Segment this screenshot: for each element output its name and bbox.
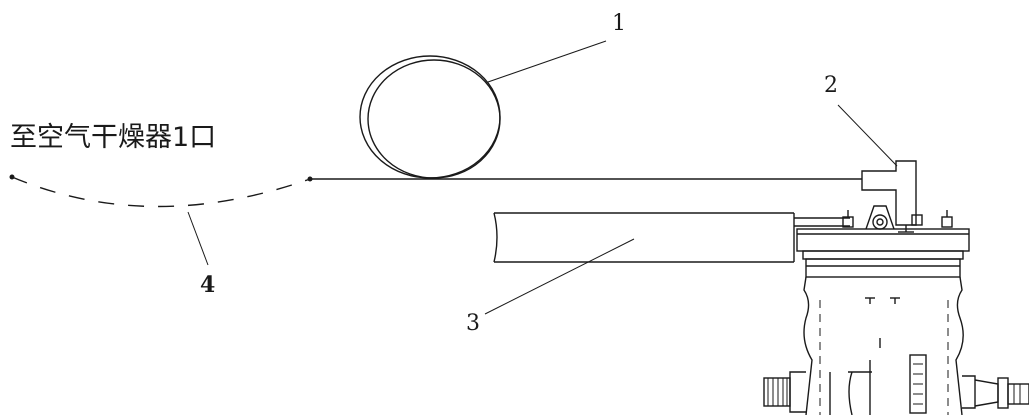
leader-4	[187, 211, 209, 266]
large-pipe	[493, 212, 850, 263]
elbow-fitting	[861, 160, 917, 233]
right-port	[962, 375, 1029, 409]
tube-coil	[359, 55, 501, 179]
leader-2	[837, 104, 898, 167]
callout-2: 2	[824, 73, 838, 98]
left-threaded-port	[763, 371, 806, 413]
callout-4: 4	[200, 272, 215, 298]
destination-label: 至空气干燥器1口	[10, 122, 216, 153]
callout-1: 1	[612, 11, 626, 36]
callout-3: 3	[466, 311, 480, 336]
leader-3	[484, 238, 635, 315]
compressor-head	[796, 205, 970, 278]
leader-1	[487, 40, 607, 83]
dashed-hose	[9, 174, 313, 208]
compressor-body	[803, 276, 964, 415]
